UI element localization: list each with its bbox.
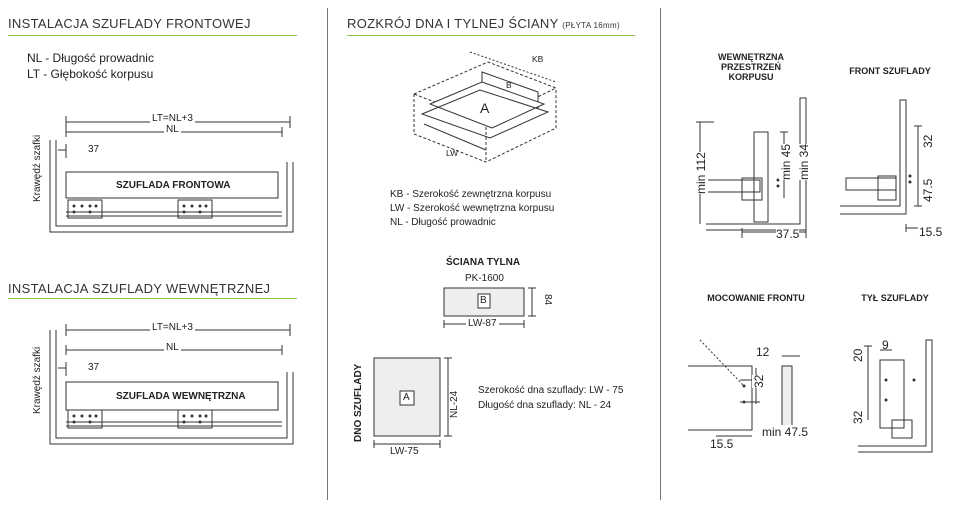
cut-title-small: (PŁYTA 16mm) [562,21,620,30]
legend-nl: NL - Długość prowadnic [27,51,154,65]
cut-title-underline [347,35,635,36]
inner-install-title: INSTALACJA SZUFLADY WEWNĘTRZNEJ [8,281,271,296]
inner-drawer-label: SZUFLADA WEWNĘTRZNA [116,391,246,402]
legend-kb: KB - Szerokość zewnętrzna korpusu [390,189,552,200]
inner-space-title: WEWNĘTRZNA PRZESTRZEŃ KORPUSU [718,52,784,82]
formula-width: Szerokość dna szuflady: LW - 75 [478,385,624,396]
drawer-bottom-width: LW-75 [390,446,419,457]
dim-9: 9 [882,338,889,352]
dim-12: 12 [756,345,770,359]
dim-375: 37.5 [776,227,800,241]
front-drawer-title: FRONT SZUFLADY [849,66,931,76]
iso-a: A [480,100,490,116]
legend-nl-cut: NL - Długość prowadnic [390,217,496,228]
legend-lw: LW - Szerokość wewnętrzna korpusu [390,203,555,214]
front-drawer-label: SZUFLADA FRONTOWA [116,180,231,191]
inner-title-underline [8,298,297,299]
back-wall-letter: B [480,295,487,306]
inner-dim-nl: NL [164,342,181,353]
legend-lt: LT - Głębokość korpusu [27,67,154,81]
back-wall-code: PK-1600 [465,273,504,284]
divider-right [660,8,661,500]
front-dim-nl: NL [164,124,181,135]
front-dim-37: 37 [88,144,100,155]
inner-dim-37: 37 [88,362,100,373]
back-wall-width: LW-87 [466,318,499,329]
iso-kb: KB [532,54,544,64]
dim-32-back: 32 [851,410,865,424]
dim-155-front: 15.5 [919,225,943,239]
mount-front-title: MOCOWANIE FRONTU [707,293,805,303]
dim-155-mount: 15.5 [710,437,734,451]
front-title-underline [8,35,297,36]
back-drawer-title: TYŁ SZUFLADY [861,293,929,303]
formula-length: Długość dna szuflady: NL - 24 [478,400,612,411]
divider-left [327,8,328,500]
front-dim-lt: LT=NL+3 [150,113,195,124]
back-wall-title: ŚCIANA TYLNA [446,257,521,268]
front-install-title: INSTALACJA SZUFLADY FRONTOWEJ [8,16,251,31]
inner-dim-lt: LT=NL+3 [150,322,195,333]
iso-b: B [506,80,512,90]
dim-min475: min 47.5 [762,425,809,439]
dim-20: 20 [851,348,865,362]
drawer-bottom-letter: A [403,392,410,403]
cut-title-main: ROZKRÓJ DNA I TYLNEJ ŚCIANY [347,16,559,31]
cut-title: ROZKRÓJ DNA I TYLNEJ ŚCIANY (PŁYTA 16mm) [347,16,620,31]
iso-lw: LW [446,148,459,158]
